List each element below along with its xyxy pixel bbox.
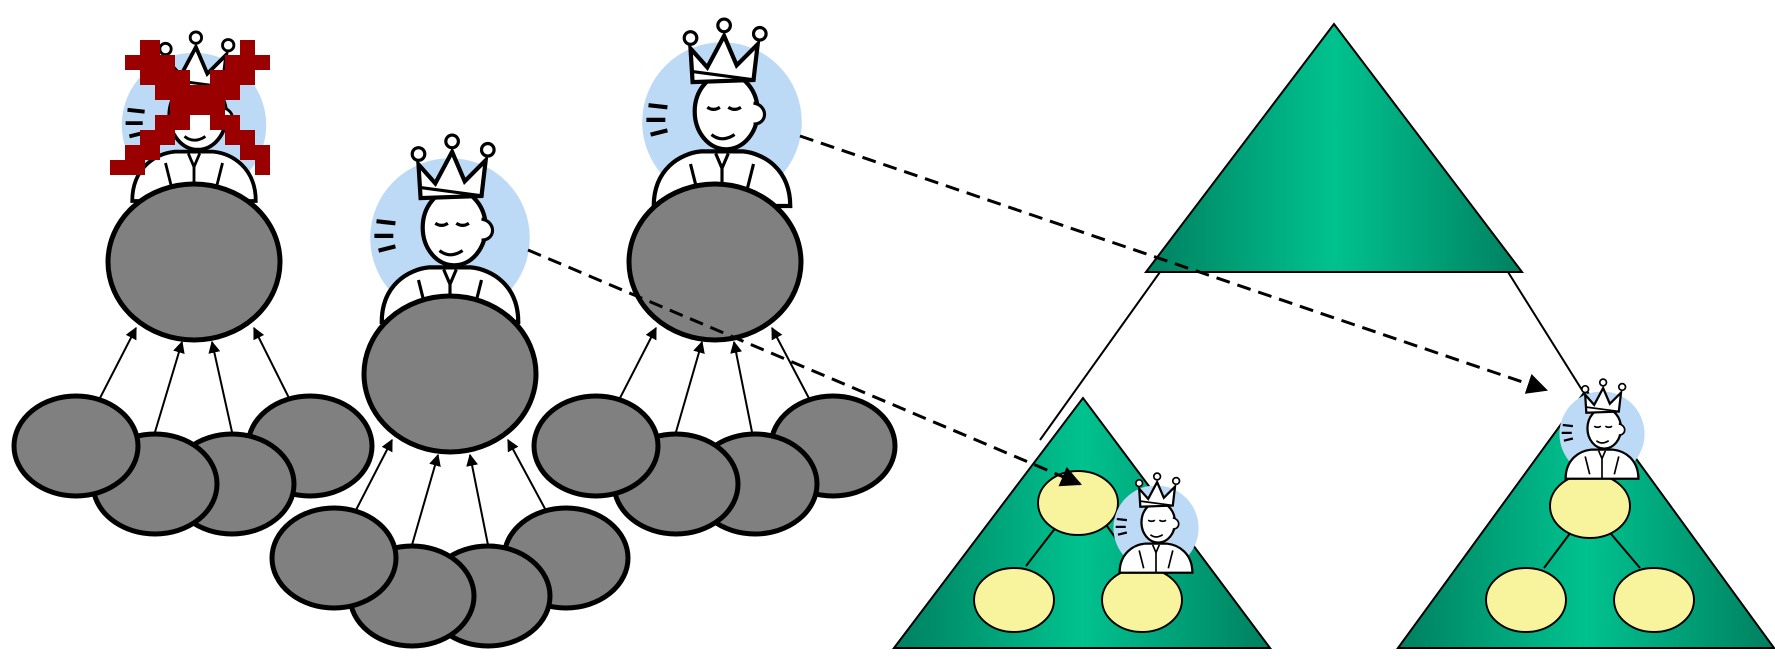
child-node <box>269 505 399 611</box>
child-node <box>531 393 661 499</box>
leaf-node <box>1549 473 1631 539</box>
triangle-hierarchy <box>891 22 1775 649</box>
edge-arrow <box>771 326 813 405</box>
edge-arrow <box>466 453 489 546</box>
right-sub-triangle <box>1396 377 1775 649</box>
top-triangle <box>1143 22 1525 273</box>
parent-node <box>361 293 539 455</box>
parent-node <box>626 181 804 343</box>
edge-arrow <box>675 340 705 433</box>
edge-arrow <box>355 438 393 511</box>
leaf-node <box>1485 567 1567 633</box>
hierarchy-connector <box>1039 271 1161 441</box>
edge-arrow <box>154 340 185 433</box>
group-2 <box>269 135 631 649</box>
king-icon <box>642 19 802 206</box>
edge-arrow <box>208 340 233 433</box>
left-sub-triangle <box>891 396 1272 649</box>
king-icon <box>1558 377 1646 480</box>
promotion-arrow <box>527 248 1082 487</box>
edge-arrow <box>253 326 293 405</box>
leaf-node <box>1613 567 1695 633</box>
group-3 <box>531 19 898 537</box>
parent-node <box>105 181 283 343</box>
edge-arrow <box>507 438 551 519</box>
child-node <box>11 393 141 499</box>
leaf-node <box>973 567 1055 633</box>
edge-arrow <box>99 326 137 399</box>
edge-arrow <box>619 326 657 399</box>
hierarchy-connector <box>1507 271 1583 391</box>
group-1 <box>11 29 375 537</box>
red-x-cross-icon <box>110 40 270 175</box>
edge-arrow <box>411 453 441 546</box>
edge-arrow <box>730 340 753 433</box>
leaf-node <box>1037 470 1119 536</box>
leaf-node <box>1101 567 1183 633</box>
